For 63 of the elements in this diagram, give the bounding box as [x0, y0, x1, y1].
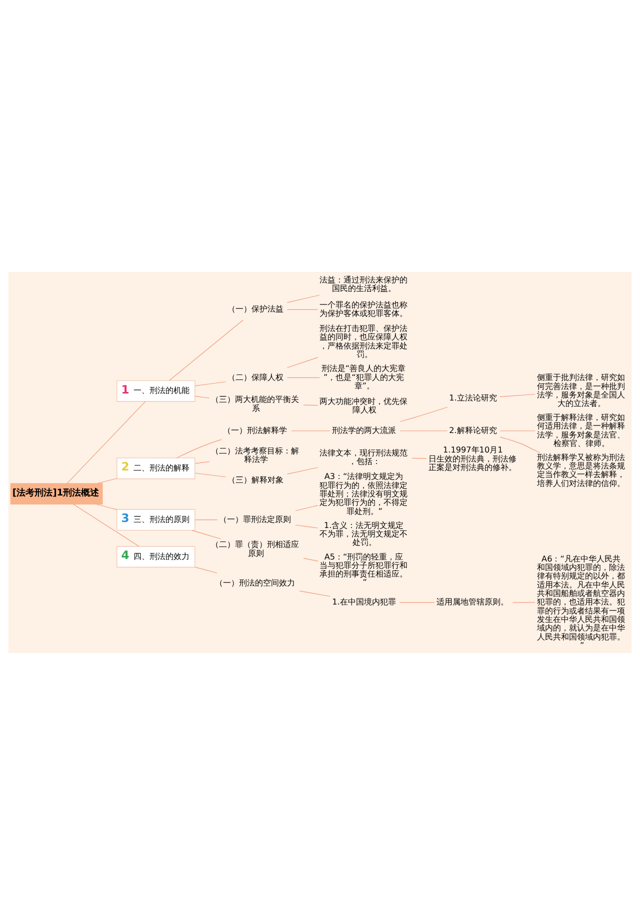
connector: [194, 380, 226, 386]
connector: [286, 308, 318, 310]
connector: [194, 566, 218, 573]
node-text: 1.含义：法无明文规定不为罪，法无明文规定不处罚。: [320, 519, 408, 547]
node-text: （一）刑法解释学: [223, 424, 288, 435]
node-text: 侧重于解释法律，研究如何适用法律，是一种解释法学，服务对象是法官、检察官、律师。: [536, 412, 625, 448]
connector: [500, 393, 536, 397]
node-text: 刑法是“善良人的大宪章”，也是“犯罪人的大宪章”。: [321, 362, 406, 390]
node-box: 2 二、刑法的解释: [116, 457, 196, 479]
node-text: A5：“刑罚的轻重，应当与犯罪分子所犯罪行和承担的刑事责任相适应。”: [320, 550, 408, 587]
connector: [299, 590, 331, 596]
node-box: 3 三、刑法的原则: [116, 508, 196, 530]
node-text: 刑法解释学又被称为刑法教义学，意思是将法条规定当作教义一样去解释，培养人们对法律的信仰。: [536, 451, 625, 488]
node-text: 适用属地管辖原则。: [436, 596, 508, 606]
connector: [500, 430, 536, 431]
node-text: （三）两大机能的平衡关系: [211, 394, 300, 412]
node-text: （二）罪（责）刑相适应原则: [211, 538, 300, 558]
node-text: 一个罪名的保护法益也称为保护客体或犯罪客体。: [320, 298, 408, 318]
node-text: 1.立法论研究: [449, 392, 497, 402]
node-box: 4 四、刑法的效力: [116, 546, 196, 567]
node-text: （一）罪刑法定原则: [219, 513, 292, 524]
node-text: （三）解释对象: [228, 474, 284, 484]
connector: [400, 406, 448, 422]
node-text: A3：“法律明文规定为犯罪行为的，依照法律定罪处刑；法律没有明文规定为犯罪行为的，不得定罪处刑。”: [320, 470, 408, 516]
node-text: 刑法学的两大流派: [332, 424, 396, 435]
connector: [169, 319, 244, 380]
connector: [97, 478, 118, 484]
node-text: （二）保障人权: [228, 371, 284, 382]
connector: [295, 524, 318, 528]
connector: [303, 558, 318, 561]
connector: [286, 294, 320, 302]
connector: [73, 504, 140, 546]
node-text: 刑法在打击犯罪、保护法益的同时，也应保障人权，严格依据刑法来定罪处罚。: [320, 322, 408, 359]
connector: [500, 436, 540, 453]
connector: [194, 519, 218, 520]
connector: [176, 438, 222, 458]
connector: [286, 376, 320, 378]
node-text: （一）刑法的空间效力: [215, 577, 296, 588]
connector: [66, 400, 146, 484]
connector: [286, 356, 318, 368]
node-box: [法考刑法]1刑法概述: [10, 482, 103, 504]
node-text: 法律文本，现行刑法规范，包括：: [320, 446, 408, 466]
connector: [194, 395, 210, 398]
node-text: 法益：通过刑法来保护的国民的生活利益。: [320, 274, 408, 293]
connector: [400, 430, 448, 431]
node-text: 两大功能冲突时，优先保障人权: [320, 395, 408, 414]
node-text: 侧重于批判法律，研究如何完善法律，是一种批判法学，服务对象是全国人大的立法者。: [536, 372, 625, 408]
connector: [96, 503, 118, 510]
connector: [412, 457, 427, 458]
connector: [295, 504, 318, 511]
node-text: 2.解释论研究: [449, 424, 497, 435]
node-box: 1 一、刑法的机能: [116, 380, 196, 402]
node-text: （一）保护法益: [228, 303, 284, 314]
connector: [291, 430, 330, 431]
node-text: （二）法考考察目标：解释法学: [211, 445, 300, 464]
connector: [194, 472, 226, 477]
node-text: 1.1997年10月1日生效的刑法典，刑法修正案是对刑法典的修补。: [428, 444, 516, 472]
connector: [303, 404, 318, 406]
connector: [192, 530, 221, 539]
node-text: A6：“凡在中华人民共和国领域内犯罪的，除法律有特别规定的以外，都适用本法。凡在中华人民共和国船舶或者航空器内犯罪的，也适用本法。犯罪的行为或者结果有一项发生在中华人民共和国领域内的，就认为是在中华人民共和国领域内犯罪。”: [536, 552, 625, 650]
node-text: 1.在中国境内犯罪: [332, 596, 396, 606]
connector: [286, 466, 318, 474]
connector: [194, 460, 210, 464]
